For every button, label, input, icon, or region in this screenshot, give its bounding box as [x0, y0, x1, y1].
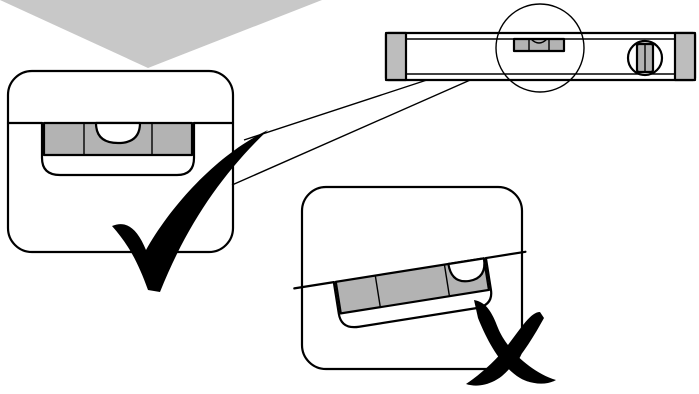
- spirit-level: [384, 3, 697, 93]
- correct-vial: [42, 121, 194, 157]
- cross-icon: [466, 300, 556, 386]
- incorrect-vial: [334, 257, 491, 315]
- checkmark-icon: [112, 130, 268, 292]
- level-left-end: [384, 31, 408, 82]
- correct-panel: [6, 69, 235, 254]
- level-right-end: [673, 31, 697, 82]
- magnifier-circle: [495, 3, 585, 93]
- incorrect-panel-frame: [300, 185, 524, 371]
- callout-line-lower: [231, 65, 503, 186]
- incorrect-level-body: [332, 256, 493, 329]
- incorrect-panel: [293, 185, 527, 371]
- horizontal-vial-small: [512, 37, 566, 53]
- light-triangle-shape: [0, 0, 322, 68]
- vertical-vial: [626, 39, 664, 77]
- correct-level-body: [40, 121, 196, 177]
